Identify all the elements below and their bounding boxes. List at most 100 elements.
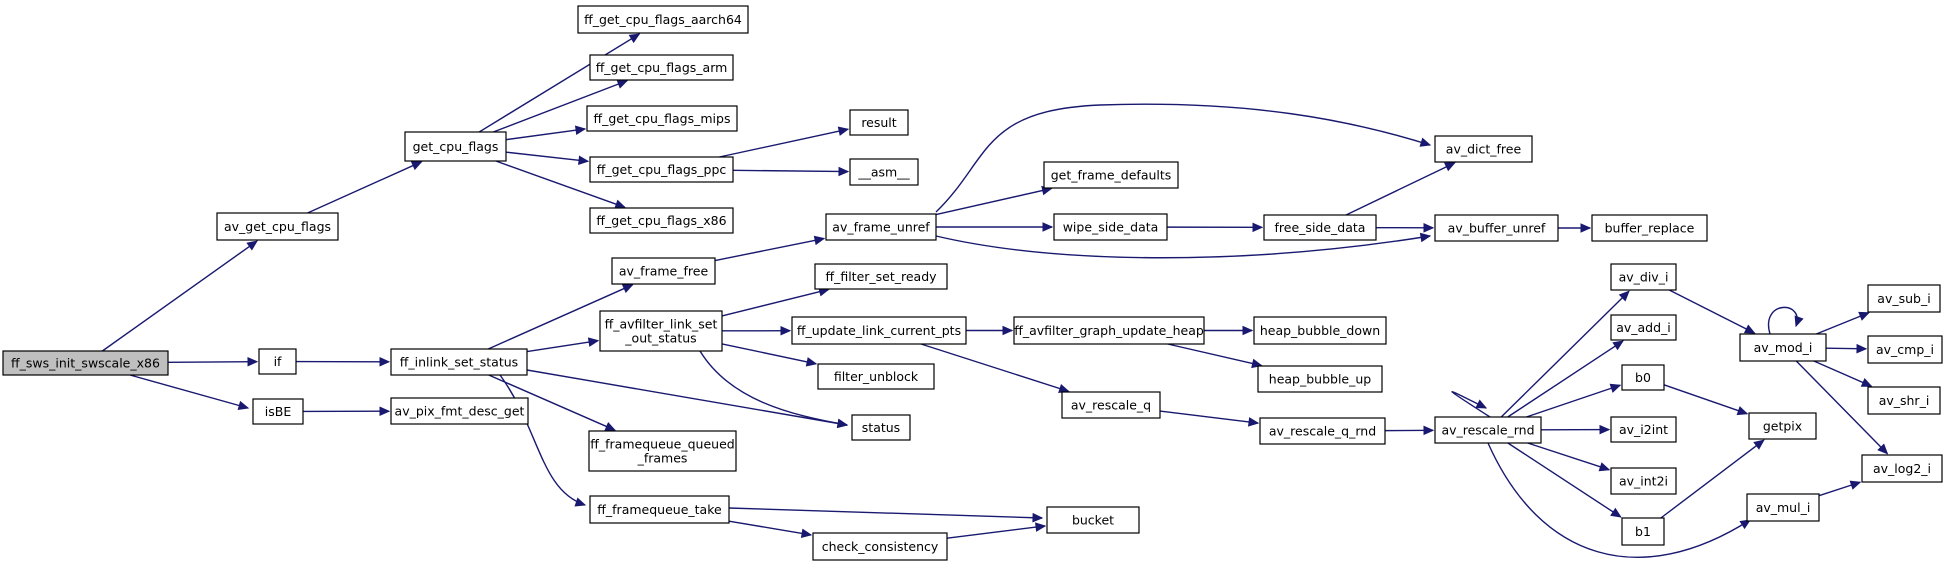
node-box — [258, 348, 297, 375]
node-box — [1253, 316, 1387, 345]
edge-ff-avfilter-graph-update-heap-to-heap-bubble-down-arrowhead — [1242, 325, 1254, 336]
node-av-buffer-unref[interactable]: av_buffer_unref — [1434, 214, 1559, 242]
edge-av-rescale-rnd-to-av-int2i — [1527, 442, 1610, 471]
node-box — [817, 363, 935, 390]
node-status[interactable]: status — [851, 414, 911, 441]
node-av-log2-i[interactable]: av_log2_i — [1861, 454, 1943, 483]
node-ff-avfilter-graph-update-heap[interactable]: ff_avfilter_graph_update_heap — [1013, 316, 1205, 345]
node-av-frame-unref[interactable]: av_frame_unref — [825, 213, 937, 241]
node-box — [1259, 417, 1386, 445]
node-ff-get-cpu-flags-aarch64[interactable]: ff_get_cpu_flags_aarch64 — [577, 5, 749, 34]
node-ff-get-cpu-flags-arm[interactable]: ff_get_cpu_flags_arm — [589, 54, 734, 81]
node-box — [1013, 316, 1205, 345]
node---asm--[interactable]: __asm__ — [849, 158, 919, 186]
node-box — [791, 316, 967, 345]
node-ff-filter-set-ready[interactable]: ff_filter_set_ready — [814, 263, 948, 290]
edge-av-rescale-rnd-to-av-add-i-arrowhead — [1612, 340, 1624, 351]
node-b0[interactable]: b0 — [1621, 364, 1665, 391]
node-heap-bubble-down[interactable]: heap_bubble_down — [1253, 316, 1387, 345]
node-check-consistency[interactable]: check_consistency — [812, 532, 948, 561]
node-box — [1610, 416, 1677, 443]
node-ff-get-cpu-flags-x86[interactable]: ff_get_cpu_flags_x86 — [589, 207, 734, 234]
node-av-mod-i[interactable]: av_mod_i — [1739, 333, 1827, 362]
node-label: av_dict_free — [1446, 142, 1522, 157]
node-av-dict-free[interactable]: av_dict_free — [1434, 135, 1533, 163]
node-av-rescale-q-rnd[interactable]: av_rescale_q_rnd — [1259, 417, 1386, 445]
node-av-i2int[interactable]: av_i2int — [1610, 416, 1677, 443]
node-wipe-side-data[interactable]: wipe_side_data — [1053, 213, 1168, 241]
node-ff-inlink-set-status[interactable]: ff_inlink_set_status — [390, 348, 528, 376]
edge-ff-avfilter-link-set-out-status-to-ff-filter-set-ready — [721, 288, 829, 317]
node-label: heap_bubble_up — [1269, 372, 1372, 387]
edge-ff-framequeue-take-to-bucket-arrowhead — [1032, 512, 1044, 523]
node-ff-sws-init-swscale-x86[interactable]: ff_sws_init_swscale_x86 — [2, 350, 169, 376]
edge-av-get-cpu-flags-to-get-cpu-flags — [307, 161, 422, 214]
edge-free-side-data-to-av-dict-free-arrowhead — [1443, 162, 1456, 172]
node-ff-get-cpu-flags-ppc[interactable]: ff_get_cpu_flags_ppc — [589, 156, 734, 183]
node-label: status — [862, 420, 900, 435]
node-av-cmp-i[interactable]: av_cmp_i — [1867, 335, 1943, 364]
node-b1[interactable]: b1 — [1621, 517, 1665, 546]
node-label: buffer_replace — [1605, 221, 1695, 236]
node-av-rescale-rnd[interactable]: av_rescale_rnd — [1434, 416, 1542, 444]
edge-av-rescale-q-to-av-rescale-q-rnd-arrowhead — [1248, 417, 1260, 427]
node-av-mul-i[interactable]: av_mul_i — [1746, 493, 1820, 522]
node-buffer-replace[interactable]: buffer_replace — [1591, 214, 1708, 242]
node-label: av_i2int — [1619, 422, 1668, 437]
node-ff-framequeue-take[interactable]: ff_framequeue_take — [589, 495, 730, 524]
node-heap-bubble-up[interactable]: heap_bubble_up — [1257, 365, 1383, 393]
edge-av-rescale-rnd-to-av-add-i — [1507, 340, 1624, 418]
node-av-shr-i[interactable]: av_shr_i — [1867, 386, 1941, 415]
edge-get-cpu-flags-to-ff-get-cpu-flags-x86 — [495, 160, 626, 208]
node-label: av_cmp_i — [1876, 342, 1934, 357]
edge-av-rescale-rnd-to-av-div-i — [1500, 290, 1630, 418]
node-result[interactable]: result — [849, 109, 909, 136]
edge-check-consistency-to-bucket-arrowhead — [1034, 522, 1047, 532]
edge-if-to-ff-inlink-set-status-arrowhead — [379, 357, 391, 367]
edge-av-mod-i-to-av-mod-i — [1767, 306, 1798, 335]
node-av-int2i[interactable]: av_int2i — [1610, 467, 1677, 495]
node-ff-update-link-current-pts[interactable]: ff_update_link_current_pts — [791, 316, 967, 345]
node-ff-avfilter-link-set-out-status[interactable]: ff_avfilter_link_set_out_status — [599, 310, 723, 352]
node-box — [1434, 135, 1533, 163]
edge-ff-avfilter-link-set-out-status-to-status — [699, 350, 848, 426]
edge-ff-sws-init-swscale-x86-to-av-get-cpu-flags-arrowhead — [246, 240, 258, 251]
node-isBE[interactable]: isBE — [252, 398, 304, 425]
node-label: ff_get_cpu_flags_mips — [594, 111, 731, 126]
node-label: __asm__ — [857, 165, 910, 180]
edge-ff-avfilter-graph-update-heap-to-heap-bubble-up — [1167, 343, 1262, 367]
node-box — [1591, 214, 1708, 242]
edge-av-mod-i-to-av-cmp-i-arrowhead — [1856, 343, 1868, 354]
node-filter-unblock[interactable]: filter_unblock — [817, 363, 935, 390]
node-get-frame-defaults[interactable]: get_frame_defaults — [1043, 161, 1179, 189]
node-box — [1061, 391, 1161, 419]
node-ff-get-cpu-flags-mips[interactable]: ff_get_cpu_flags_mips — [586, 105, 738, 132]
node-box — [1861, 454, 1943, 483]
node-label: _frames — [637, 451, 688, 466]
node-get-cpu-flags[interactable]: get_cpu_flags — [404, 131, 507, 162]
node-label: ff_filter_set_ready — [825, 269, 937, 284]
node-av-add-i[interactable]: av_add_i — [1610, 314, 1677, 341]
node-label: get_frame_defaults — [1051, 168, 1172, 183]
node-av-rescale-q[interactable]: av_rescale_q — [1061, 391, 1161, 419]
node-av-pix-fmt-desc-get[interactable]: av_pix_fmt_desc_get — [390, 397, 529, 425]
edge-b1-to-getpix-arrowhead — [1753, 439, 1765, 450]
node-bucket[interactable]: bucket — [1046, 506, 1140, 534]
node-label: ff_get_cpu_flags_aarch64 — [584, 12, 742, 27]
edge-get-cpu-flags-to-ff-get-cpu-flags-ppc — [505, 151, 589, 162]
edge-ff-avfilter-link-set-out-status-to-filter-unblock-arrowhead — [805, 357, 818, 367]
node-label: av_mul_i — [1756, 500, 1811, 515]
node-av-frame-free[interactable]: av_frame_free — [611, 257, 716, 285]
node-box — [599, 310, 723, 352]
node-free-side-data[interactable]: free_side_data — [1263, 214, 1377, 241]
edge-av-rescale-rnd-to-av-int2i-arrowhead — [1598, 462, 1611, 472]
call-graph-nodes: ff_sws_init_swscale_x86av_get_cpu_flagsg… — [2, 5, 1943, 561]
node-ff-framequeue-queued-frames[interactable]: ff_framequeue_queued_frames — [588, 430, 737, 472]
node-av-div-i[interactable]: av_div_i — [1610, 263, 1677, 291]
edge-av-div-i-to-av-mod-i — [1668, 289, 1755, 334]
node-getpix[interactable]: getpix — [1748, 412, 1817, 440]
node-label: b1 — [1635, 524, 1651, 539]
node-av-sub-i[interactable]: av_sub_i — [1867, 284, 1941, 313]
node-if[interactable]: if — [258, 348, 297, 375]
node-av-get-cpu-flags[interactable]: av_get_cpu_flags — [216, 212, 339, 241]
